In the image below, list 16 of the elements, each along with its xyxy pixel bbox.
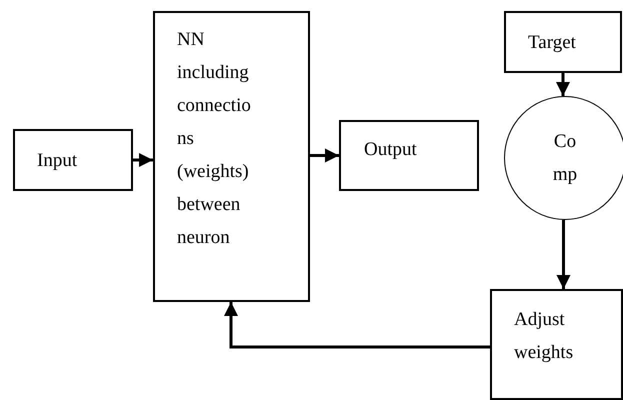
process-box bbox=[339, 120, 479, 191]
arrow bbox=[556, 73, 570, 96]
arrow bbox=[133, 153, 153, 167]
node-label: Adjust weights bbox=[514, 308, 574, 365]
arrow bbox=[224, 302, 490, 348]
process-box bbox=[153, 11, 310, 302]
arrow bbox=[556, 220, 570, 289]
arrow bbox=[310, 148, 339, 162]
process-box bbox=[13, 129, 133, 191]
node-label: Co mp bbox=[552, 130, 578, 187]
node-label: Target bbox=[528, 30, 576, 54]
node-label: Output bbox=[364, 138, 417, 162]
node-label: NN including connectio ns (weights) between neuron bbox=[177, 28, 251, 250]
process-box bbox=[490, 289, 623, 400]
node-label: Input bbox=[37, 148, 78, 172]
process-box bbox=[504, 11, 622, 73]
